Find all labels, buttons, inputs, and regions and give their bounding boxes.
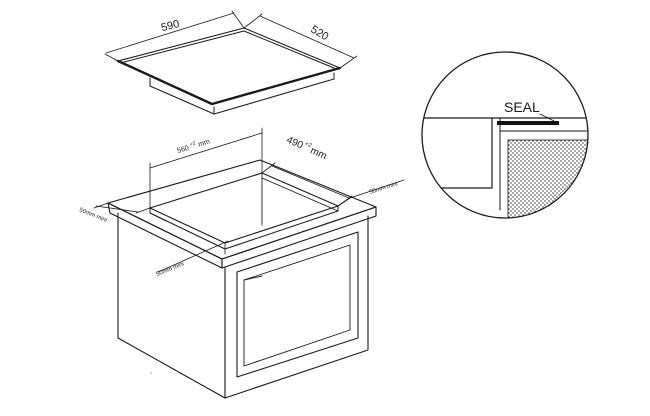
cutout-width-label: 560 [177, 145, 190, 155]
front-clearance-label: 50mm mini [156, 261, 185, 278]
right-clearance-label: 50mm mini [369, 181, 399, 196]
hob-base [149, 72, 335, 115]
hob-depth-label: 520 [309, 24, 331, 44]
hob-drawing [116, 27, 342, 115]
detail-circle [421, 51, 589, 219]
hob-top-surface [117, 27, 341, 105]
cutout-depth-unit: mm [309, 145, 329, 162]
hob-depth-dimension: 520 [243, 13, 358, 69]
cutout-depth-label: 490 [285, 135, 305, 152]
cutout-left-wall [149, 212, 167, 222]
worktop-top [107, 159, 377, 260]
oven-opening [236, 231, 359, 378]
hob-front-edge [116, 59, 342, 106]
seal-leader-line [539, 113, 557, 123]
cutout-depth-dimension: 490 +2 mm [261, 135, 353, 207]
detail-worktop-profile [422, 117, 493, 189]
cutout-width-tolerance: +2 [189, 140, 196, 147]
oven-opening-inner [243, 244, 351, 367]
detail-seal-strip [497, 121, 559, 125]
cutout-back-lip [261, 172, 339, 212]
hob-width-label: 590 [160, 18, 181, 34]
cabinet-front [224, 215, 369, 399]
hob-top-inner-edge [123, 30, 335, 69]
right-clearance-dimension: 50mm mini [337, 179, 405, 207]
cutout-inner-lip [149, 205, 339, 250]
cabinet-drawing [107, 159, 377, 399]
cutout-depth-tolerance: +2 [304, 141, 313, 150]
hob-width-dimension: 590 [104, 10, 245, 62]
detail-worktop-section [507, 139, 588, 218]
cutout-width-unit: mm [198, 138, 211, 148]
front-clearance-dimension: 50mm mini [156, 240, 229, 278]
seal-label: SEAL [504, 99, 540, 115]
cabinet-side [117, 212, 226, 399]
worktop-front-right [221, 206, 377, 269]
stray-mark [150, 372, 152, 374]
worktop-front-left [107, 202, 223, 269]
left-clearance-label: 50mm mini [78, 207, 107, 224]
seal-detail-view: SEAL [421, 51, 589, 219]
oven-shelf-line [243, 275, 263, 281]
cutout-width-dimension: 560 +2 mm [149, 127, 263, 209]
